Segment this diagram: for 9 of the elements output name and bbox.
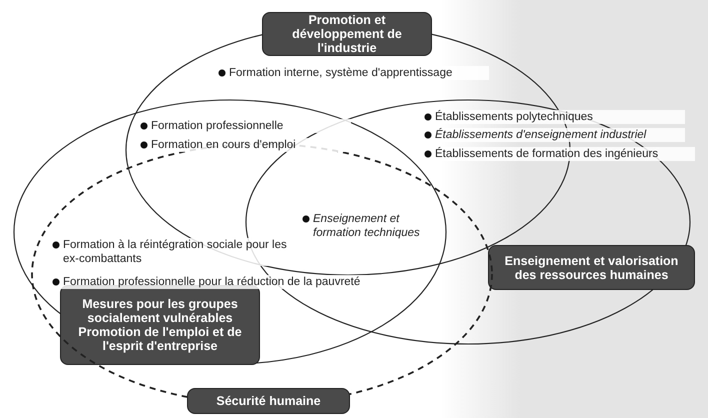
bullet-item: Formation professionnelle	[140, 119, 351, 133]
bullet-item: Établissements d'enseignement industriel	[424, 128, 685, 142]
set-label: Enseignement et valorisation des ressources humaines	[488, 245, 695, 290]
bullet-item: Établissements de formation des ingénieurs	[424, 147, 695, 161]
bullet-item: Formation interne, système d'apprentissage	[218, 66, 489, 80]
set-label: Sécurité humaine	[187, 388, 350, 414]
bullet-item: Enseignement et formation techniques	[302, 212, 443, 240]
set-label: Promotion et développement de l'industrie	[262, 12, 432, 56]
bullet-item: Établissements polytechniques	[424, 110, 685, 124]
